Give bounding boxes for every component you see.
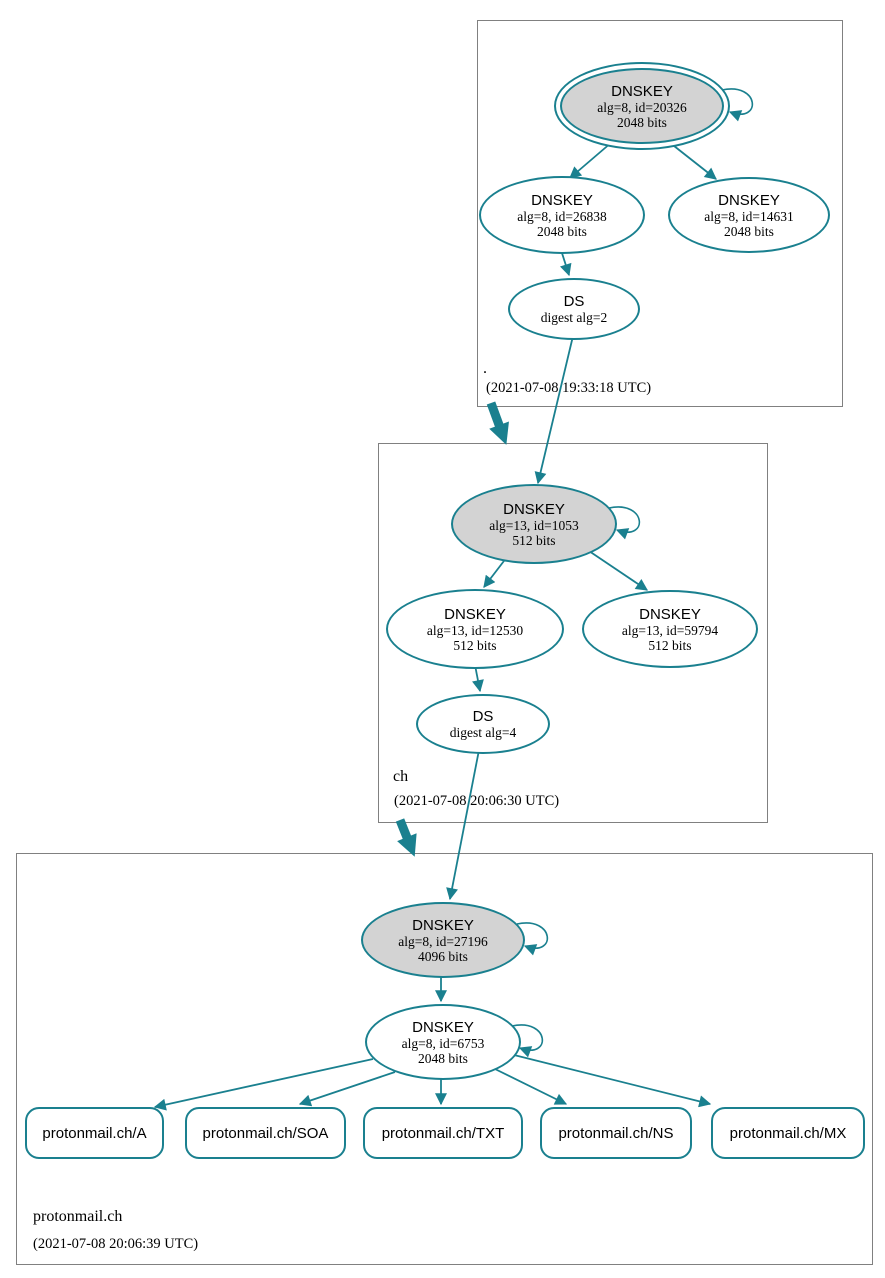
node-detail: alg=13, id=1053 [489,517,579,533]
node-detail: alg=13, id=12530 [426,622,524,638]
ds-edge-ch-to-protonmail-ksk [446,749,480,901]
node-title: DNSKEY [412,1018,474,1036]
node-detail: alg=8, id=14631 [704,208,794,224]
rrsig-edge-zsk-to-rrset-a [153,1058,374,1111]
zone-timestamp-protonmail: (2021-07-08 20:06:39 UTC) [33,1236,199,1252]
dnskey-node-root-ksk-20326: DNSKEY alg=8, id=20326 2048 bits [554,62,730,150]
zone-label-protonmail: protonmail.ch [33,1208,123,1225]
ds-edge-root-to-ch-ksk [534,335,574,485]
node-detail: 2048 bits [418,1050,468,1066]
node-detail: digest alg=4 [449,725,517,740]
delegation-arrow-root-to-ch [486,401,509,445]
node-detail: alg=8, id=27196 [398,933,488,949]
zone-box-protonmail [16,853,873,1265]
node-detail: 2048 bits [537,223,587,239]
node-title: DNSKEY [444,605,506,623]
rrset-node-protonmail-soa: protonmail.ch/SOA [185,1107,346,1159]
dnskey-node-ch-zsk-59794: DNSKEY alg=13, id=59794 512 bits [582,590,758,668]
node-detail: 512 bits [453,637,497,653]
edge-root-zsk1-to-ds [559,249,572,277]
dnskey-node-root-zsk-14631: DNSKEY alg=8, id=14631 2048 bits [668,177,830,253]
node-title: DNSKEY [718,191,780,209]
node-title: DNSKEY [503,500,565,518]
node-detail: 2048 bits [724,223,774,239]
zone-box-ch [378,443,768,823]
zone-label-ch: ch [393,768,409,785]
selfsign-loop-protonmail-zsk [511,1024,544,1058]
zone-timestamp-ch: (2021-07-08 20:06:30 UTC) [394,793,560,809]
node-detail: alg=13, id=59794 [621,622,719,638]
node-detail: alg=8, id=20326 [597,99,687,115]
rrsig-edge-zsk-to-rrset-mx [513,1054,712,1108]
rrsig-edge-zsk-to-rrset-ns [494,1068,568,1105]
node-title: DNSKEY [412,916,474,934]
rrset-node-protonmail-mx: protonmail.ch/MX [711,1107,865,1159]
selfsign-loop-ch-ksk [608,506,641,540]
zone-box-root [477,20,843,407]
node-detail: alg=8, id=26838 [517,208,607,224]
node-detail: alg=8, id=6753 [401,1035,485,1051]
ds-node-root: DS digest alg=2 [508,278,640,340]
dnskey-node-root-zsk-26838: DNSKEY alg=8, id=26838 2048 bits [479,176,645,254]
dnskey-node-protonmail-ksk-27196: DNSKEY alg=8, id=27196 4096 bits [361,902,525,978]
node-title: DNSKEY [611,82,673,100]
rrsig-edge-ch-ksk-to-zsk2 [588,550,648,591]
ds-node-ch: DS digest alg=4 [416,694,550,754]
dnskey-node-ch-zsk-12530: DNSKEY alg=13, id=12530 512 bits [386,589,564,669]
delegation-arrow-ch-to-protonmail [395,818,417,857]
dnskey-node-ch-ksk-1053: DNSKEY alg=13, id=1053 512 bits [451,484,617,564]
zone-label-root: . [483,360,487,377]
node-title: DS [563,293,585,310]
node-detail: 512 bits [648,637,692,653]
rrset-node-protonmail-txt: protonmail.ch/TXT [363,1107,523,1159]
edge-ch-zsk1-to-ds [472,664,484,693]
rrsig-edge-root-ksk-to-zsk1 [569,141,613,179]
node-title: DNSKEY [639,605,701,623]
dnskey-node-protonmail-zsk-6753: DNSKEY alg=8, id=6753 2048 bits [365,1004,521,1080]
rrsig-edge-zsk-to-rrset-soa [298,1071,396,1107]
selfsign-loop-root-ksk [721,88,754,122]
rrsig-edge-root-ksk-to-zsk2 [668,141,717,180]
selfsign-loop-protonmail-ksk [516,922,549,956]
node-detail: 2048 bits [617,114,667,130]
rrset-node-protonmail-a: protonmail.ch/A [25,1107,164,1159]
node-detail: 4096 bits [418,948,468,964]
node-detail: digest alg=2 [540,310,608,325]
rrsig-edge-ch-ksk-to-zsk1 [483,556,508,588]
rrset-node-protonmail-ns: protonmail.ch/NS [540,1107,692,1159]
node-title: DS [472,708,494,725]
node-detail: 512 bits [512,532,556,548]
zone-timestamp-root: (2021-07-08 19:33:18 UTC) [486,380,652,396]
node-title: DNSKEY [531,191,593,209]
